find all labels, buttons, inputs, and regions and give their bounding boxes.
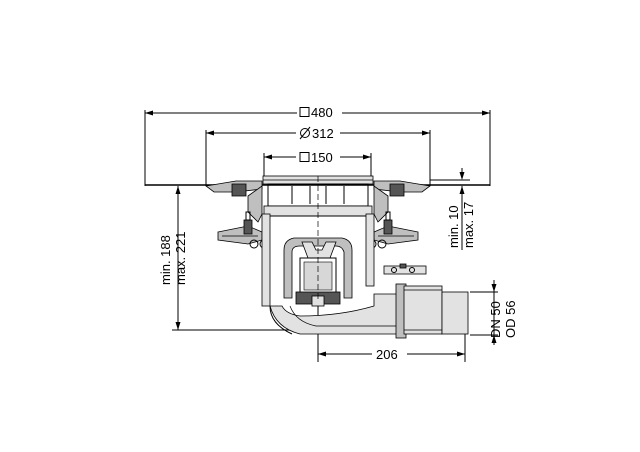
dim-312-label: 312 xyxy=(312,126,334,141)
dim-150-label: 150 xyxy=(311,150,333,165)
dim-480: 480 xyxy=(144,105,491,186)
height-min-label: min. 188 xyxy=(158,235,173,285)
square-symbol-icon-2 xyxy=(299,152,310,162)
dim-height: min. 188 max. 221 xyxy=(158,186,300,331)
bracket xyxy=(383,263,427,275)
dim-480-label: 480 xyxy=(311,105,333,120)
pipe-od-label: OD 56 xyxy=(503,300,518,338)
pipe-dn-label: DN 50 xyxy=(488,301,503,338)
drain-body xyxy=(205,175,469,339)
offset-max-label: max. 17 xyxy=(461,202,476,248)
dim-312: 312 xyxy=(205,126,431,185)
dim-150: 150 xyxy=(263,150,372,180)
dim-offset: min. 10 max. 17 xyxy=(430,168,476,250)
square-symbol-icon xyxy=(299,107,310,117)
clamp-right xyxy=(367,211,419,249)
height-max-label: max. 221 xyxy=(173,232,188,285)
dim-pipe: DN 50 OD 56 xyxy=(470,280,518,345)
diameter-symbol-icon xyxy=(299,126,311,140)
outlet-elbow xyxy=(269,283,407,339)
offset-min-label: min. 10 xyxy=(446,205,461,248)
dim-206-label: 206 xyxy=(376,347,398,362)
outlet-pipe xyxy=(403,285,469,335)
